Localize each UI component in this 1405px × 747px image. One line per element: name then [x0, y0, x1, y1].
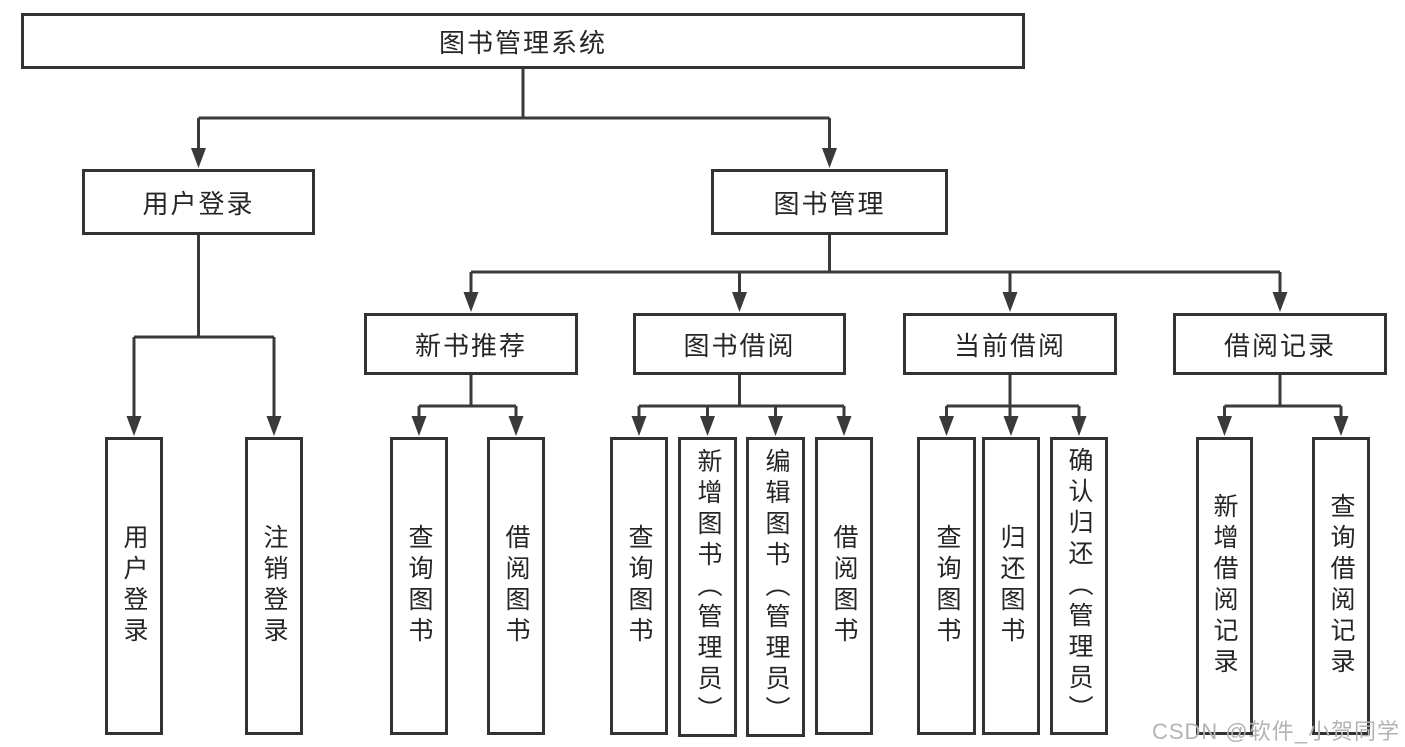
connector-current-borrow-branch	[945, 375, 1081, 418]
connector-user-login-branch	[132, 235, 276, 418]
leaf-borrow-books: 借阅图书	[815, 437, 873, 735]
arrow-down-icon	[1272, 292, 1288, 312]
leaf-query-borrow-record: 查询借阅记录	[1312, 437, 1370, 735]
arrow-down-icon	[126, 416, 142, 436]
arrow-down-icon	[1071, 416, 1087, 436]
node-new-book-recommendation: 新书推荐	[364, 313, 578, 375]
arrow-down-icon	[631, 416, 647, 436]
arrow-down-icon	[836, 416, 852, 436]
arrow-down-icon	[191, 148, 206, 168]
arrow-down-icon	[463, 292, 479, 312]
connector-strokes	[132, 69, 1343, 418]
leaf-confirm-return-admin: 确认归还（管理员）	[1050, 437, 1108, 735]
arrow-down-icon	[732, 292, 747, 312]
arrow-down-icon	[768, 416, 783, 436]
node-book-borrowing: 图书借阅	[633, 313, 846, 375]
leaf-query-books: 查询图书	[610, 437, 668, 735]
arrow-down-icon	[1002, 292, 1018, 312]
connector-new-book-branch	[417, 375, 518, 418]
leaf-return-books: 归还图书	[982, 437, 1040, 735]
leaf-user-login: 用户登录	[105, 437, 163, 735]
leaf-query-books: 查询图书	[917, 437, 976, 735]
node-book-management: 图书管理	[711, 169, 948, 235]
node-current-borrowing: 当前借阅	[903, 313, 1117, 375]
node-borrowing-records: 借阅记录	[1173, 313, 1387, 375]
node-library-management-system: 图书管理系统	[21, 13, 1025, 69]
leaf-edit-books-admin: 编辑图书（管理员）	[746, 437, 805, 737]
leaf-logout-login: 注销登录	[245, 437, 303, 735]
arrow-down-icon	[266, 416, 282, 436]
leaf-add-borrow-record: 新增借阅记录	[1196, 437, 1253, 735]
leaf-add-books-admin: 新增图书（管理员）	[678, 437, 737, 737]
connector-book-borrow-branch	[637, 375, 846, 418]
arrow-down-icon	[1333, 416, 1349, 436]
arrow-down-icon	[1217, 416, 1232, 436]
connector-book-management-branch	[469, 235, 1282, 294]
arrow-down-icon	[939, 416, 954, 436]
connector-borrow-records-branch	[1223, 375, 1343, 418]
leaf-borrow-books: 借阅图书	[487, 437, 545, 735]
arrow-down-icon	[700, 416, 715, 436]
connector-root-to-level2	[197, 69, 831, 150]
arrow-down-icon	[411, 416, 427, 436]
arrow-down-icon	[508, 416, 524, 436]
watermark: CSDN @软件_小贺同学	[1151, 719, 1400, 744]
arrowheads	[126, 148, 1349, 436]
leaf-query-books: 查询图书	[390, 437, 448, 735]
arrow-down-icon	[1003, 416, 1019, 436]
node-user-login: 用户登录	[82, 169, 315, 235]
arrow-down-icon	[822, 148, 837, 168]
